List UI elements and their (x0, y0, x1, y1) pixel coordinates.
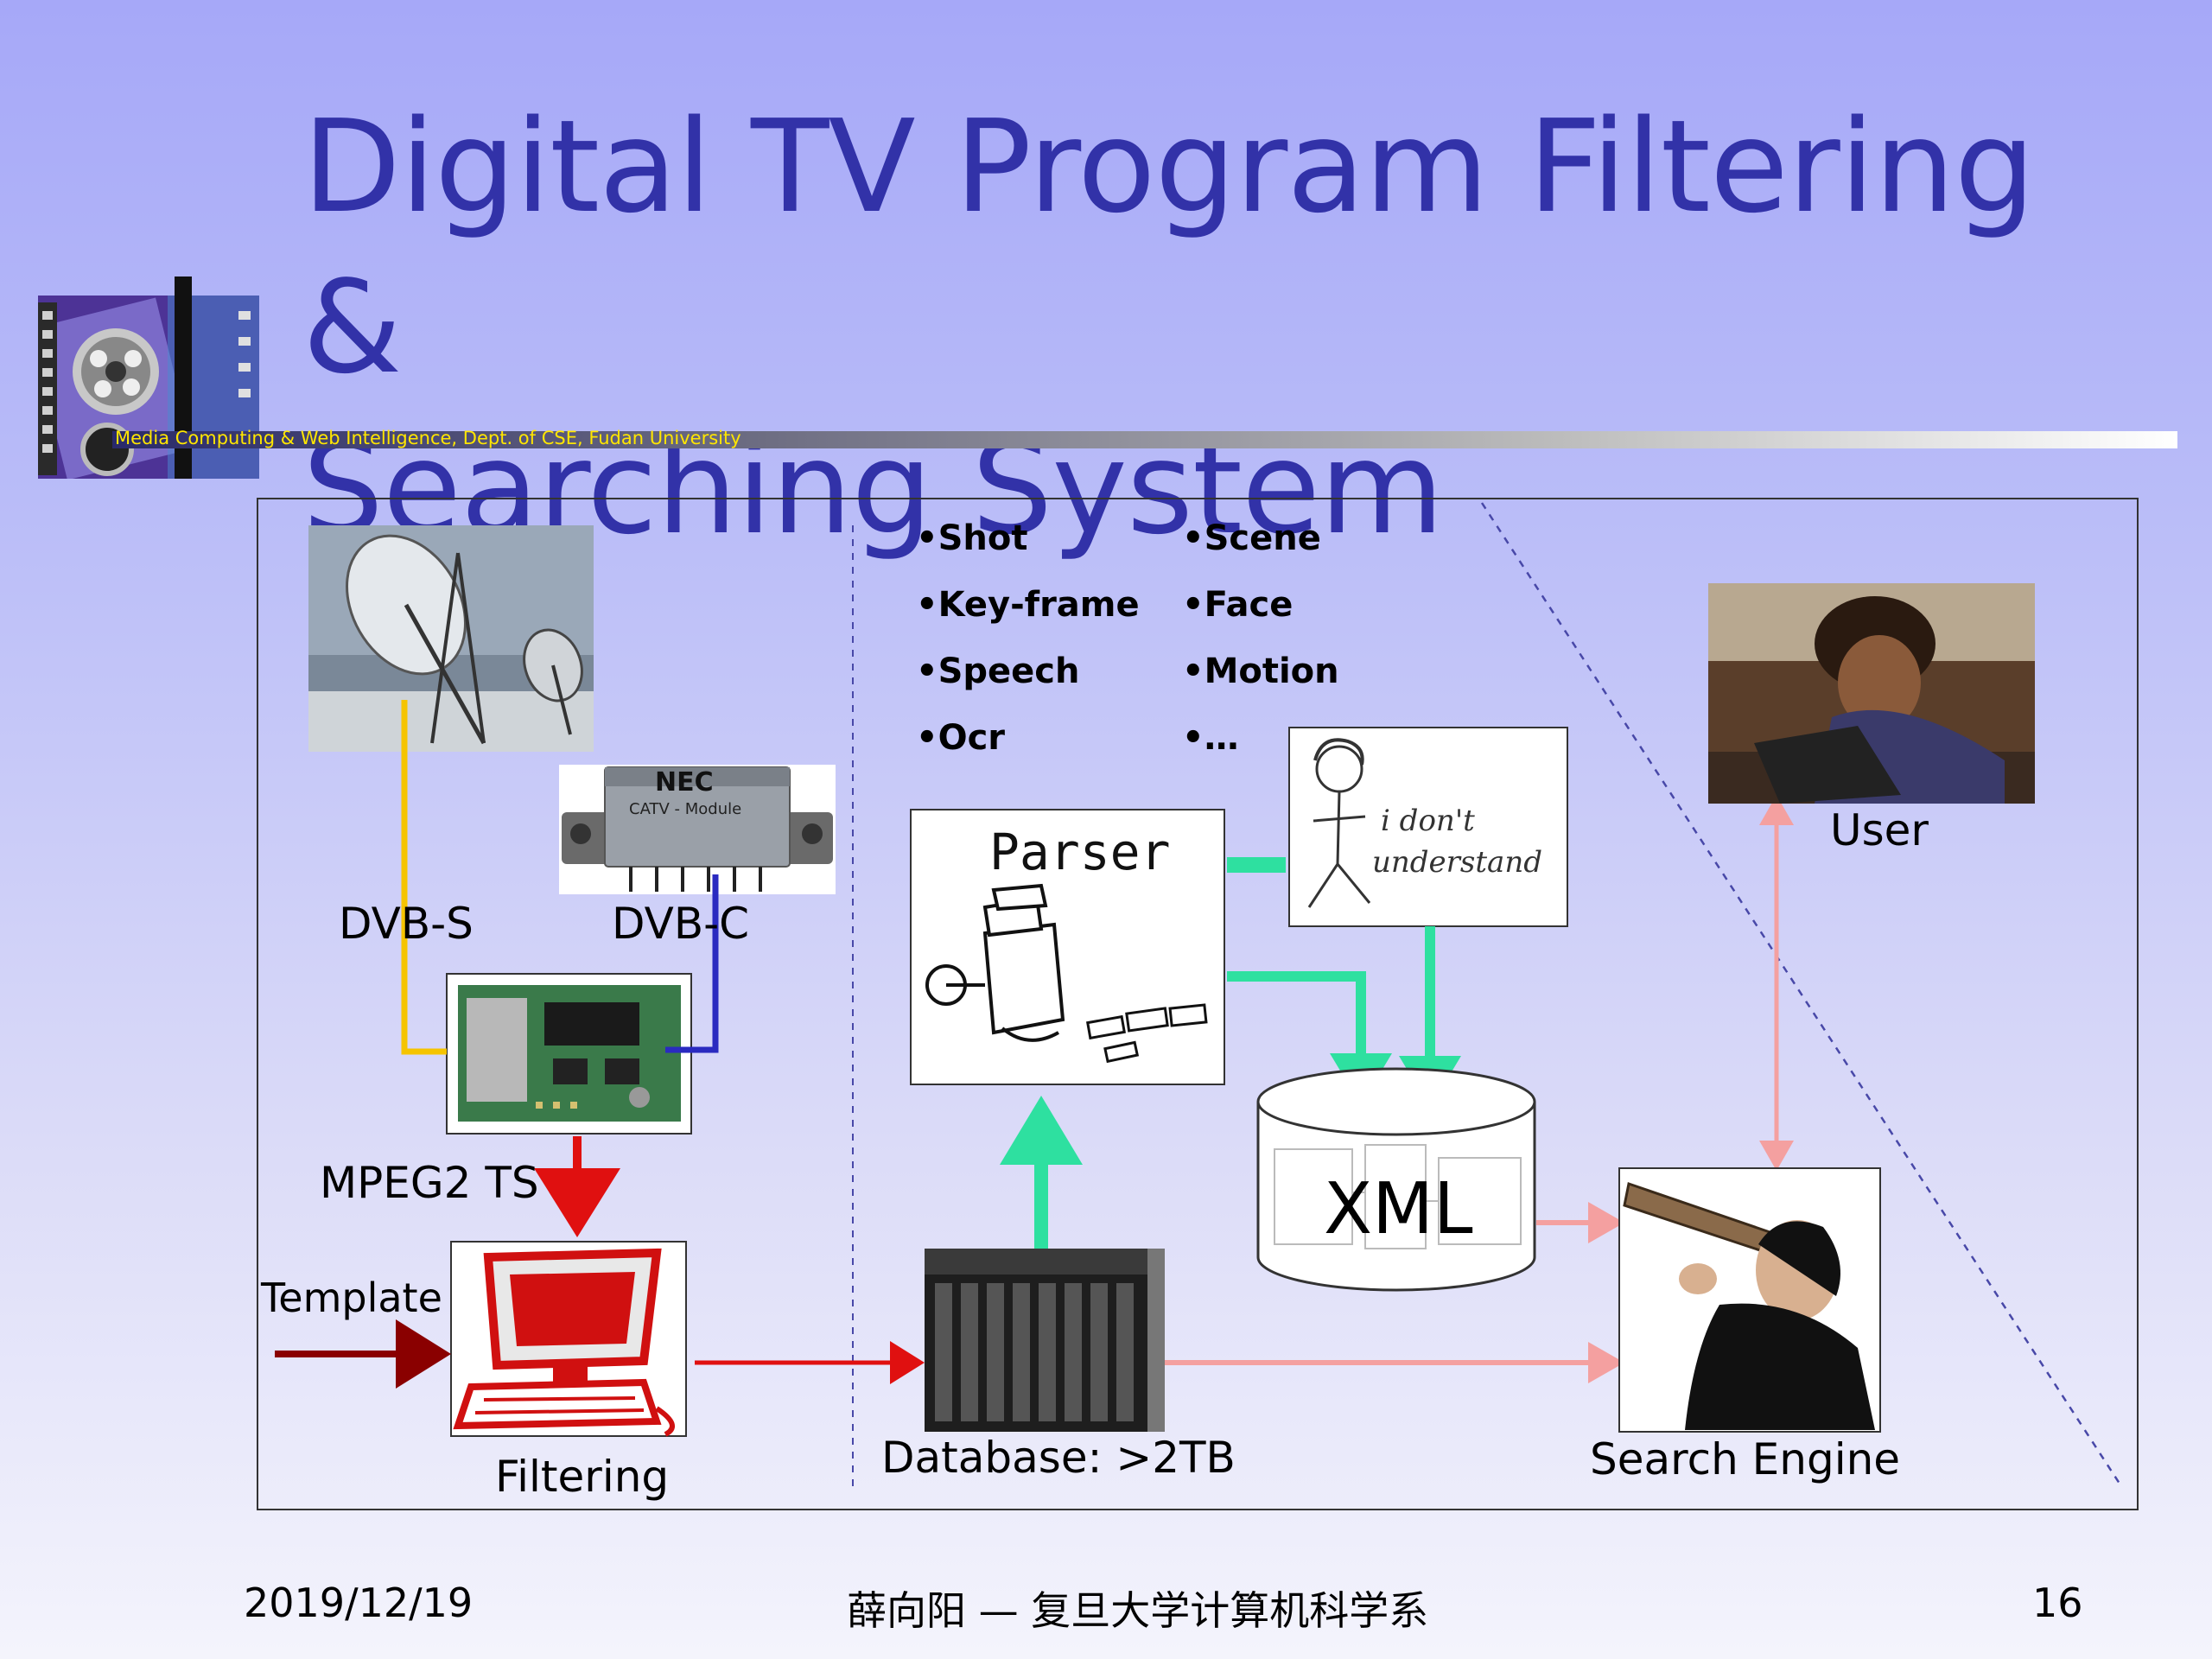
dashed-divider-diagonal (1480, 502, 2123, 1487)
footer-date: 2019/12/19 (244, 1580, 474, 1626)
feature-key-frame: •Key-frame (916, 585, 1140, 625)
xml-label: XML (1324, 1168, 1473, 1250)
slide-title-line-1: Digital TV Program Filtering & (302, 92, 2036, 402)
nec-module-text: CATV - Module (629, 800, 742, 818)
diagram-frame (257, 498, 2139, 1510)
footer-page-number: 16 (2032, 1580, 2083, 1626)
feature-face: •Face (1182, 585, 1294, 625)
title-separator-rule (112, 431, 2177, 448)
feature-shot: •Shot (916, 518, 1028, 558)
parser-label: Parser (989, 823, 1171, 881)
database-label: Database: >2TB (881, 1433, 1236, 1483)
user-label: User (1830, 805, 1929, 855)
feature-ellipsis: •… (1182, 718, 1239, 758)
dvb-s-connector (401, 700, 447, 1055)
database-server-image (925, 1249, 1165, 1432)
feature-speech: •Speech (916, 652, 1080, 691)
feature-motion: •Motion (1182, 652, 1339, 691)
parser-to-sketch-connector (1227, 857, 1286, 873)
parser-image (910, 809, 1225, 1085)
search-engine-photo (1618, 1167, 1881, 1433)
dvb-s-label: DVB-S (339, 899, 474, 949)
lab-caption: Media Computing & Web Intelligence, Dept… (115, 428, 741, 448)
search-engine-label: Search Engine (1590, 1434, 1901, 1484)
feature-scene: •Scene (1182, 518, 1321, 558)
nec-catv-module-image (559, 765, 836, 894)
parser-to-xml-arrow (1227, 971, 1392, 1105)
satellite-dish-image (308, 525, 594, 752)
dvb-c-label: DVB-C (612, 899, 750, 949)
feature-ocr: •Ocr (916, 718, 1006, 758)
footer-author: 薛向阳 — 复旦大学计算机科学系 (847, 1587, 1429, 1634)
xml-database-cylinder (1256, 1067, 1536, 1292)
mpeg2-ts-label: MPEG2 TS (320, 1158, 539, 1208)
dvb-c-connector (665, 874, 719, 1053)
template-label: Template (261, 1274, 442, 1321)
filtering-label: Filtering (495, 1452, 670, 1502)
tuner-card-image (446, 973, 692, 1135)
nec-module-brand: NEC (655, 767, 714, 798)
confused-person-sketch (1288, 727, 1568, 927)
user-photo (1708, 583, 2035, 804)
sketch-text-line-2: understand (1372, 845, 1542, 880)
filtering-computer-image (450, 1241, 687, 1437)
sketch-text-line-1: i don't (1381, 804, 1475, 838)
